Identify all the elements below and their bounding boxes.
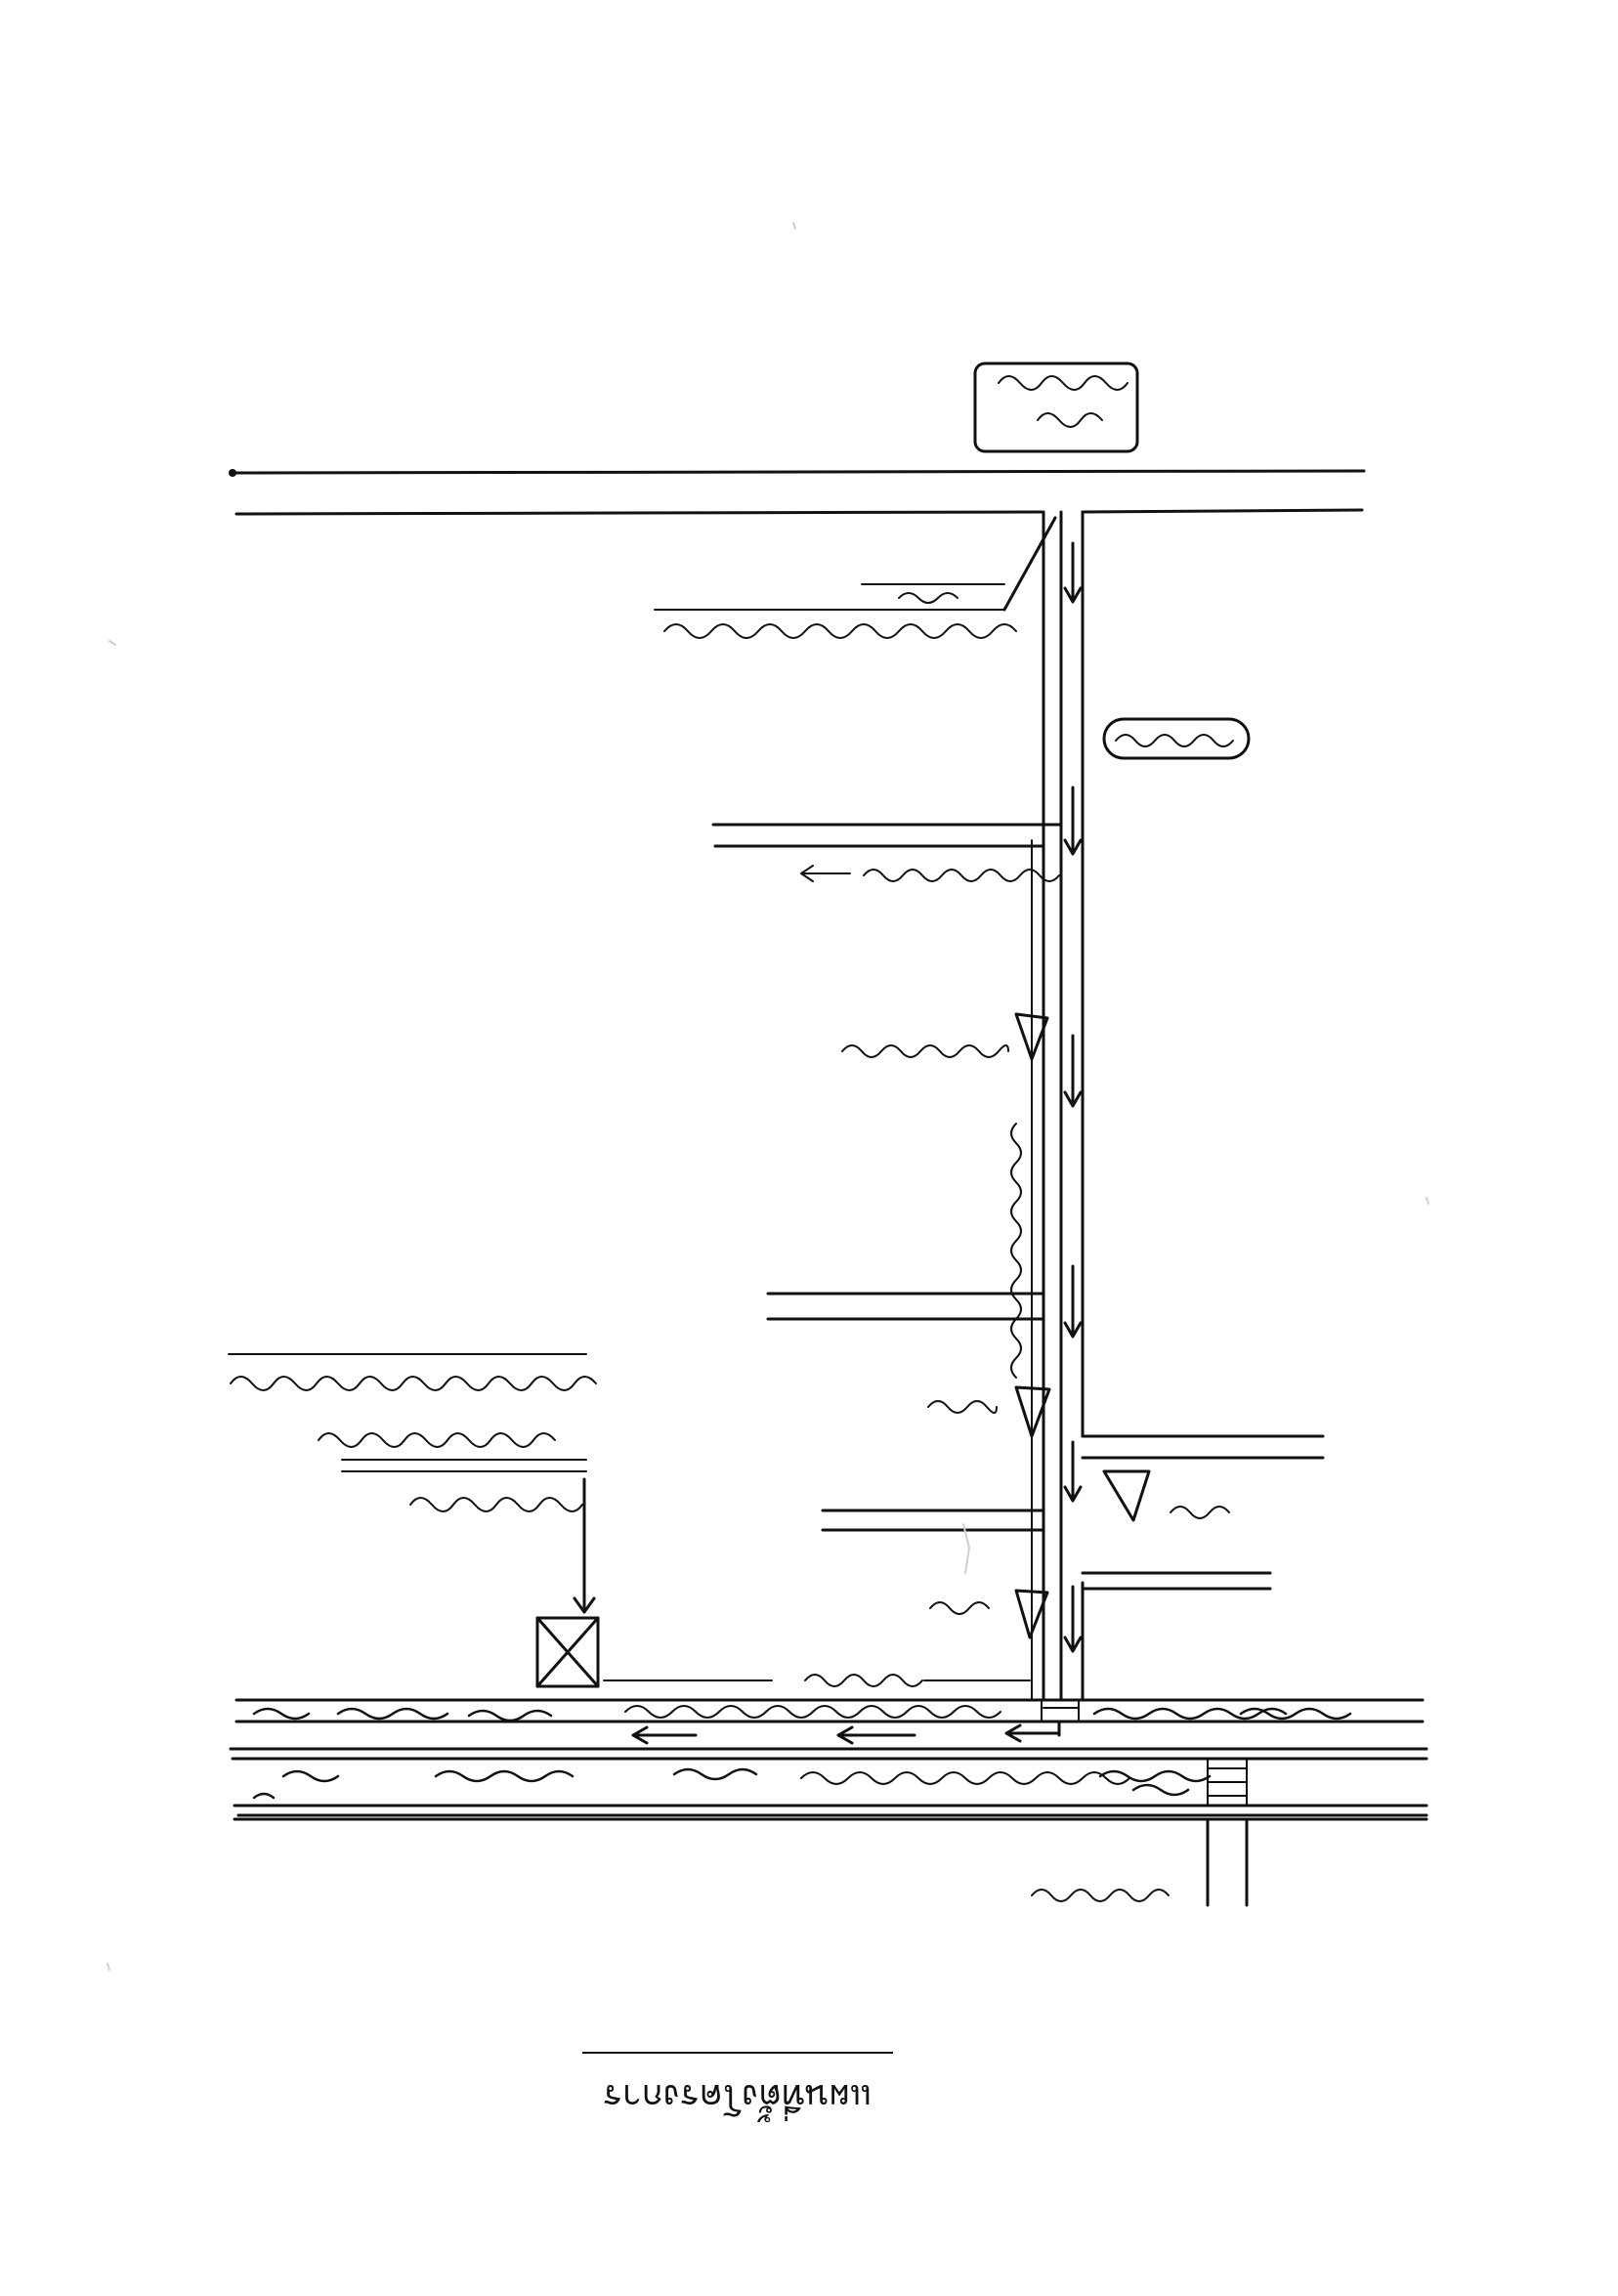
scan-marks [106, 222, 1429, 1971]
main-highway [229, 1698, 1428, 1821]
side-road-1 [711, 823, 1063, 882]
triangle-landmark-2 [927, 1385, 1051, 1438]
lower-side-road [1031, 1817, 1249, 1907]
side-road-2 [766, 1292, 1045, 1321]
right-branch-upper [1081, 1434, 1325, 1460]
side-road-3 [821, 1509, 1045, 1574]
distance-line-horizontal [603, 1674, 1031, 1687]
top-road [229, 469, 1366, 516]
triangle-landmark-4 [929, 1589, 1049, 1639]
upper-label-leader [654, 583, 1017, 639]
map-title: แผนที่ตั้งโครงการ [603, 2076, 873, 2116]
right-branch-lower [1081, 1571, 1272, 1591]
map-title-block: แผนที่ตั้งโครงการ [576, 2052, 899, 2137]
main-vertical-road [1002, 510, 1085, 1702]
triangle-landmark-3 [1102, 1469, 1230, 1522]
oval-sign [1102, 717, 1251, 760]
direction-arrows [1063, 541, 1083, 1653]
distance-label-vertical [1010, 1123, 1022, 1379]
project-site-marker [535, 1477, 600, 1688]
top-landmark-box [973, 361, 1139, 453]
triangle-landmark-1 [841, 1012, 1049, 1061]
title-rule [582, 2052, 893, 2054]
project-site-label [228, 1353, 597, 1512]
